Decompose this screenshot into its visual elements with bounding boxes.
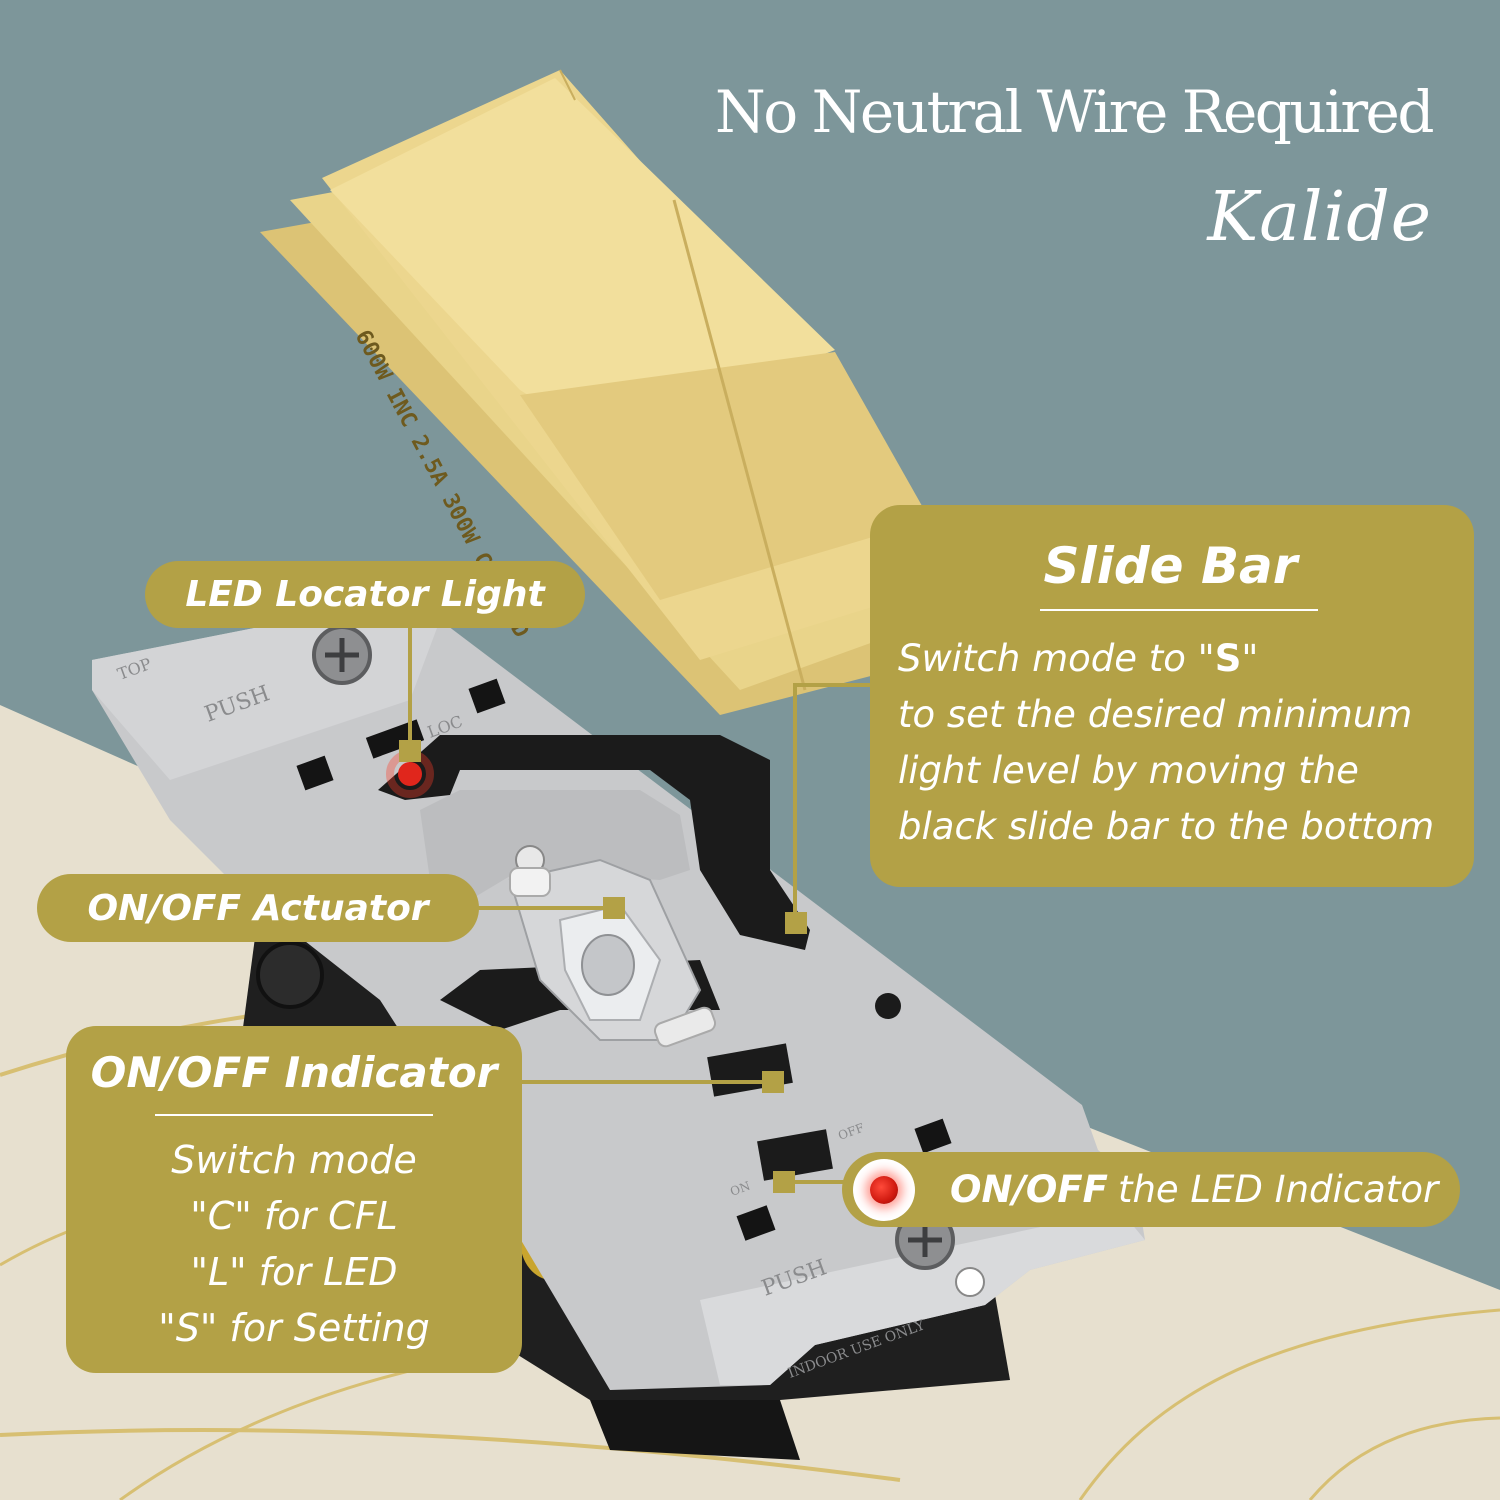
- indicator-line: "C" for CFL: [190, 1194, 398, 1238]
- slide-bar-line1-post: ": [1241, 637, 1259, 680]
- gold-face-plate: 600W INC 2.5A 300W CFL/LED: [260, 69, 1010, 715]
- brand-logo: Kalide: [1207, 178, 1432, 257]
- actuator-callout: ON/OFF Actuator: [37, 874, 479, 942]
- slide-bar-mode-s: S: [1214, 637, 1242, 680]
- led-indicator-bold: ON/OFF: [950, 1168, 1108, 1211]
- indicator-line: "L" for LED: [190, 1250, 398, 1294]
- led-indicator-icon: [853, 1159, 915, 1221]
- indicator-line: Switch mode: [171, 1138, 417, 1182]
- callout-markers: [399, 740, 807, 1193]
- indicator-line: "S" for Setting: [158, 1306, 430, 1350]
- led-locator-callout: LED Locator Light: [145, 561, 585, 628]
- indicator-callout: ON/OFF Indicator Switch mode "C" for CFL…: [66, 1026, 522, 1373]
- slide-bar-divider: [1040, 609, 1318, 611]
- slide-bar-line1-pre: Switch mode to ": [898, 637, 1215, 680]
- indicator-title: ON/OFF Indicator: [90, 1048, 498, 1097]
- led-indicator-text: the LED Indicator: [1117, 1168, 1439, 1211]
- on-text: ON: [728, 1179, 752, 1199]
- slide-bar-description: Switch mode to "S" to set the desired min…: [898, 631, 1458, 855]
- slide-bar-body: to set the desired minimum light level b…: [898, 693, 1435, 848]
- callout-leaders: [408, 627, 870, 1184]
- headline: No Neutral Wire Required: [715, 78, 1434, 146]
- actuator-mechanism: [508, 858, 717, 1048]
- indicator-divider: [155, 1114, 433, 1116]
- slide-bar-callout: Slide Bar Switch mode to "S" to set the d…: [870, 505, 1474, 887]
- slide-bar-title: Slide Bar: [1043, 537, 1298, 595]
